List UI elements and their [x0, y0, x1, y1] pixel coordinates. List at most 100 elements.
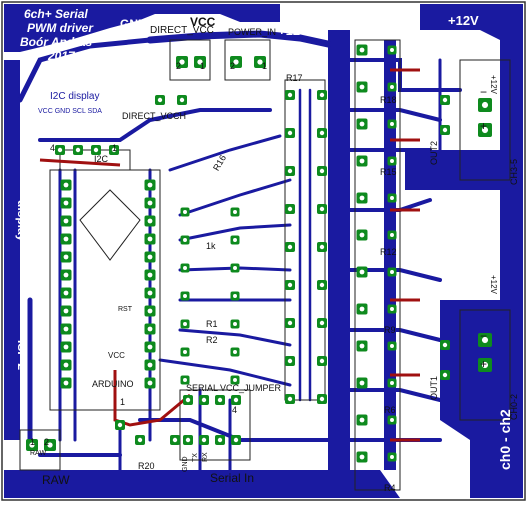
pad-hole — [481, 336, 489, 344]
vcc-small-label: VCC — [108, 351, 125, 360]
num-1b: 1 — [262, 61, 268, 71]
pad-hole — [233, 210, 237, 214]
pad-hole — [319, 130, 325, 136]
pad-hole — [63, 200, 69, 206]
pad-hole — [481, 126, 489, 134]
v12b-label: +12V — [489, 275, 498, 294]
pad-hole — [359, 417, 365, 423]
pad-hole — [183, 294, 187, 298]
out1-label: OUT1 — [429, 375, 439, 400]
pad-hole — [217, 397, 223, 403]
serial-header — [179, 389, 251, 461]
pour-left — [4, 60, 20, 440]
gnd-top-label: GND — [120, 17, 147, 31]
pad-hole — [233, 378, 237, 382]
pad-hole — [47, 442, 53, 448]
pad-hole — [233, 322, 237, 326]
pad-hole — [359, 269, 365, 275]
pad-hole — [147, 254, 153, 260]
pad-hole — [63, 380, 69, 386]
minus-a: − — [480, 85, 488, 99]
jumper-wires — [39, 68, 420, 442]
pad-hole — [287, 168, 293, 174]
plus12-right-label: +12V — [448, 13, 479, 28]
pads — [26, 44, 492, 463]
pad-hole — [319, 358, 325, 364]
direct-vcc-label: DIRECT_VCC — [150, 25, 214, 36]
pad-hole — [287, 244, 293, 250]
pad-hole — [183, 266, 187, 270]
r15-label: R15 — [380, 167, 397, 177]
pad-hole — [481, 101, 489, 109]
pad-hole — [442, 97, 448, 103]
pour-gnd-top — [110, 4, 280, 22]
pad-hole — [287, 396, 293, 402]
pad-hole — [93, 147, 99, 153]
num-1a: 1 — [200, 61, 206, 71]
pad-hole — [147, 308, 153, 314]
num-2b: 2 — [230, 61, 236, 71]
pad-hole — [185, 397, 191, 403]
i2c-pins-label: VCC GND SCL SDA — [38, 108, 102, 115]
gnd-mid-label: GND — [282, 59, 309, 73]
pad-hole — [63, 290, 69, 296]
pad-hole — [287, 206, 293, 212]
pad-hole — [197, 59, 203, 65]
pad-hole — [63, 236, 69, 242]
pad-hole — [319, 282, 325, 288]
pad-hole — [359, 195, 365, 201]
copper-pours — [4, 4, 523, 498]
pad-hole — [179, 97, 185, 103]
pad-hole — [179, 59, 185, 65]
pad-hole — [63, 326, 69, 332]
r4-label: R4 — [384, 483, 396, 493]
k1-label: 1k — [206, 241, 216, 251]
pad-hole — [442, 127, 448, 133]
pad-hole — [183, 210, 187, 214]
arduino-label: ARDUINO — [92, 379, 134, 389]
pad-hole — [390, 307, 394, 311]
pad-hole — [147, 272, 153, 278]
pad-hole — [233, 238, 237, 242]
pad-hole — [287, 320, 293, 326]
pad-hole — [57, 147, 63, 153]
pad-hole — [63, 362, 69, 368]
r6-label: R6 — [384, 405, 396, 415]
author-name: Boór András — [20, 35, 93, 49]
r2-label: R2 — [206, 335, 218, 345]
pad-hole — [157, 97, 163, 103]
num-2c: 2 — [44, 437, 50, 447]
ch35-label: ch3 - ch5 — [437, 209, 453, 270]
pad-hole — [63, 254, 69, 260]
resistor-column — [284, 79, 326, 401]
pad-hole — [257, 59, 263, 65]
power-in-label: POWER_IN — [228, 27, 277, 37]
rx-label: RX — [202, 452, 209, 462]
pad-hole — [147, 344, 153, 350]
pad-hole — [147, 182, 153, 188]
pour-top-left — [4, 4, 180, 52]
pad-hole — [147, 362, 153, 368]
pad-hole — [233, 294, 237, 298]
vcc-jumper-label: VCC_JUMPER — [220, 383, 282, 393]
v12a-label: +12V — [489, 75, 498, 94]
pad-hole — [63, 182, 69, 188]
pad-hole — [481, 361, 489, 369]
raw-terminal — [19, 429, 61, 471]
pad-hole — [442, 342, 448, 348]
pad-hole — [233, 266, 237, 270]
ch35-terminal — [459, 59, 511, 181]
display-vertical-label: display — [15, 200, 29, 242]
power-in-box — [224, 39, 271, 81]
num-1e: 1 — [120, 397, 126, 407]
pour-bus-2 — [384, 40, 396, 470]
ch02-terminal-label: CH0-2 — [509, 393, 519, 420]
pad-hole — [390, 381, 394, 385]
raw-jumper-label: RAW — [30, 450, 47, 457]
pad-hole — [147, 326, 153, 332]
pad-hole — [63, 272, 69, 278]
plus-b: + — [480, 357, 488, 371]
pad-hole — [287, 358, 293, 364]
pad-hole — [63, 344, 69, 350]
